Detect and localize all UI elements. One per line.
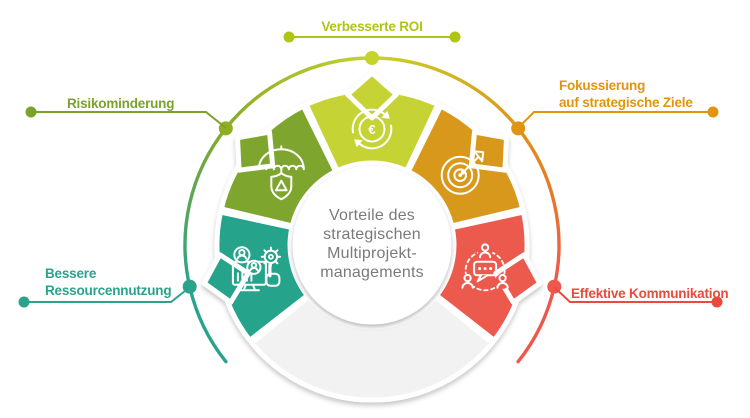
segment-ring <box>201 70 543 403</box>
label-bessere-ressourcennutzung-line2: Ressourcennutzung <box>45 283 172 298</box>
connector-line-communication <box>553 286 717 303</box>
ring-arc <box>516 284 556 364</box>
segment-roi <box>303 87 441 174</box>
ring-arc <box>370 56 520 131</box>
segment-empty <box>249 294 495 403</box>
connector-end-dot <box>711 296 723 308</box>
connector-end-dot <box>449 31 461 43</box>
target-dart-icon <box>440 150 485 195</box>
segment-roi-arrow-tip <box>345 70 399 121</box>
center-title: Vorteile des strategischen Multiprojekt-… <box>272 206 472 282</box>
label-effektive-kommunikation: Effektive Kommunikation <box>571 286 729 301</box>
center-title-line4: managements <box>320 264 424 281</box>
segment-focus-arrow-tip <box>468 129 509 173</box>
label-fokussierung: Fokussierung auf strategische Ziele <box>559 77 693 111</box>
segment-risk-arrow-tip <box>235 129 276 173</box>
outer-gradient-ring <box>183 56 561 364</box>
team-chat-icon <box>460 243 511 292</box>
label-verbesserte-roi: Verbesserte ROI <box>321 19 423 34</box>
label-bessere-ressourcennutzung: Bessere Ressourcennutzung <box>45 265 172 299</box>
svg-text:€: € <box>368 122 375 137</box>
segment-focus <box>405 103 526 229</box>
connector-line-resources <box>24 286 191 303</box>
label-risikominderung: Risikominderung <box>67 96 175 111</box>
center-title-line1: Vorteile des <box>328 207 415 224</box>
euro-refresh-icon: € <box>351 108 393 150</box>
connector-line-focus <box>517 111 713 129</box>
connector-end-dot <box>707 106 719 118</box>
center-title-line2: strategischen <box>323 226 421 243</box>
segment-resources <box>214 209 310 343</box>
label-bessere-ressourcennutzung-line1: Bessere <box>45 266 97 281</box>
label-fokussierung-line1: Fokussierung <box>559 78 646 93</box>
label-fokussierung-line2: auf strategische Ziele <box>559 95 693 110</box>
junction-dot <box>365 51 379 65</box>
connector-end-dot <box>283 31 295 43</box>
umbrella-shield-icon <box>257 145 305 201</box>
center-title-line3: Multiprojekt- <box>327 245 417 262</box>
connector-line-risk <box>31 111 227 129</box>
ring-arc <box>183 126 228 289</box>
connector-end-dot <box>18 296 30 308</box>
ring-arc <box>188 284 228 364</box>
ring-arc <box>224 56 374 131</box>
ring-arc <box>516 126 561 289</box>
connector-end-dot <box>25 106 37 118</box>
connector-lines <box>18 31 723 308</box>
center-disc <box>292 165 452 325</box>
segment-resources-arrow-tip <box>201 252 251 305</box>
resource-monitor-icon <box>231 246 282 292</box>
